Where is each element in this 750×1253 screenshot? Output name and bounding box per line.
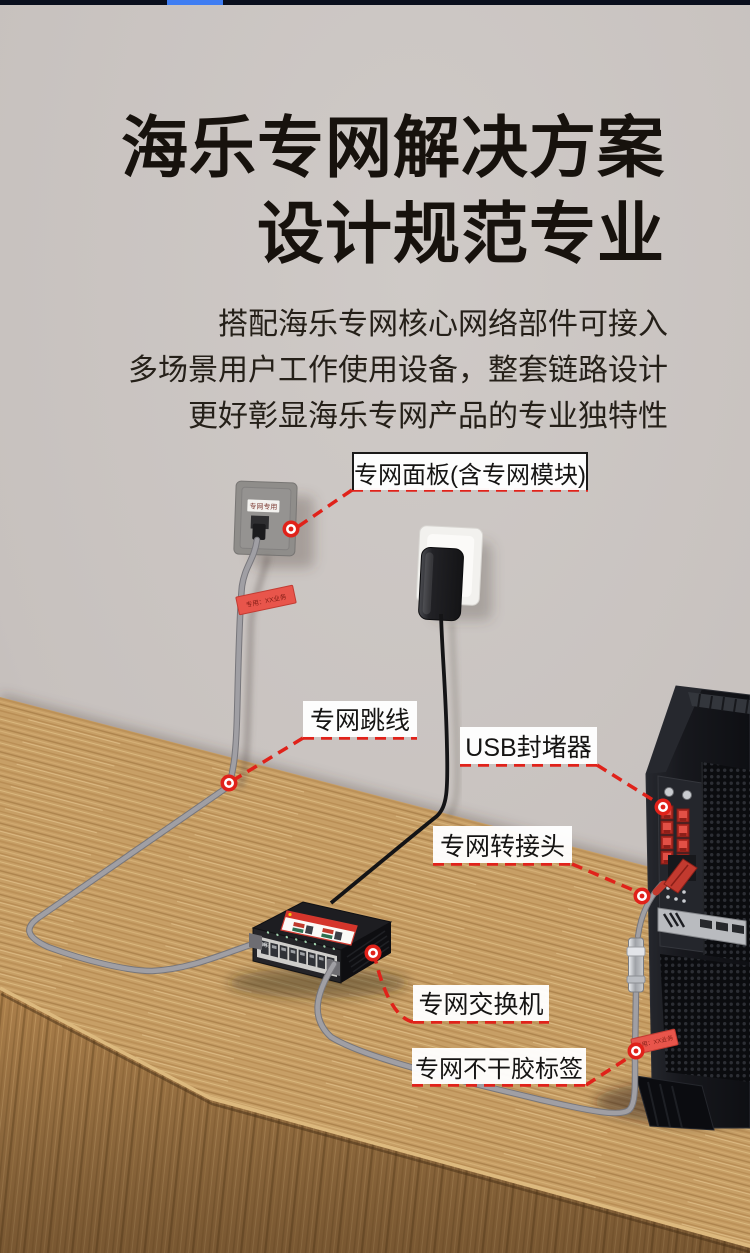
callout-leaders <box>231 488 662 1087</box>
callout-usb-blocker-label: USB封堵器 <box>460 727 597 764</box>
title-line-2: 设计规范专业 <box>257 197 665 272</box>
dot-adapter <box>633 887 651 905</box>
switch-top-sticker <box>280 910 358 946</box>
power-cable <box>329 613 450 905</box>
jumper-cable <box>26 536 263 975</box>
dot-switch <box>364 944 382 962</box>
wall-plate-tag <box>247 499 280 513</box>
wall-plate: 专网专用 <box>233 480 298 557</box>
top-progress-bar <box>0 0 750 5</box>
adapter-barrel <box>626 937 646 993</box>
callout-adapter-label: 专网转接头 <box>433 826 572 863</box>
dot-panel <box>282 520 300 538</box>
callout-jumper-label: 专网跳线 <box>303 701 417 737</box>
intro-line-1: 搭配海乐专网核心网络部件可接入 <box>218 308 668 341</box>
top-progress-indicator <box>167 0 223 5</box>
switch-brand-text: 海乐 <box>258 939 269 950</box>
rj45-plug <box>652 858 698 896</box>
power-adapter <box>418 546 464 622</box>
cable-sticker: 专用：XX业务 <box>235 584 297 616</box>
callout-switch-label: 专网交换机 <box>413 985 549 1021</box>
page-title: 海乐专网解决方案 设计规范专业 <box>121 106 665 278</box>
intro-text: 搭配海乐专网核心网络部件可接入 多场景用户工作使用设备，整套链路设计 更好彰显海… <box>128 302 668 440</box>
pc-tower <box>635 685 750 1131</box>
callout-sticker-label: 专网不干胶标签 <box>412 1048 586 1084</box>
dot-jumper <box>220 774 238 792</box>
intro-line-3: 更好彰显海乐专网产品的专业独特性 <box>188 400 668 433</box>
pc-side-mesh <box>702 762 750 962</box>
intro-line-2: 多场景用户工作使用设备，整套链路设计 <box>128 354 668 387</box>
callout-panel-label: 专网面板(含专网模块) <box>352 452 588 490</box>
callout-dots <box>220 520 672 1060</box>
dot-sticker <box>627 1042 645 1060</box>
dot-usb-blocker <box>654 798 672 816</box>
wall-plate-tag-text: 专网专用 <box>249 501 277 511</box>
title-line-1: 海乐专网解决方案 <box>121 111 665 186</box>
pc-lower-mesh <box>660 954 750 1082</box>
network-switch: 海乐 <box>249 901 393 984</box>
